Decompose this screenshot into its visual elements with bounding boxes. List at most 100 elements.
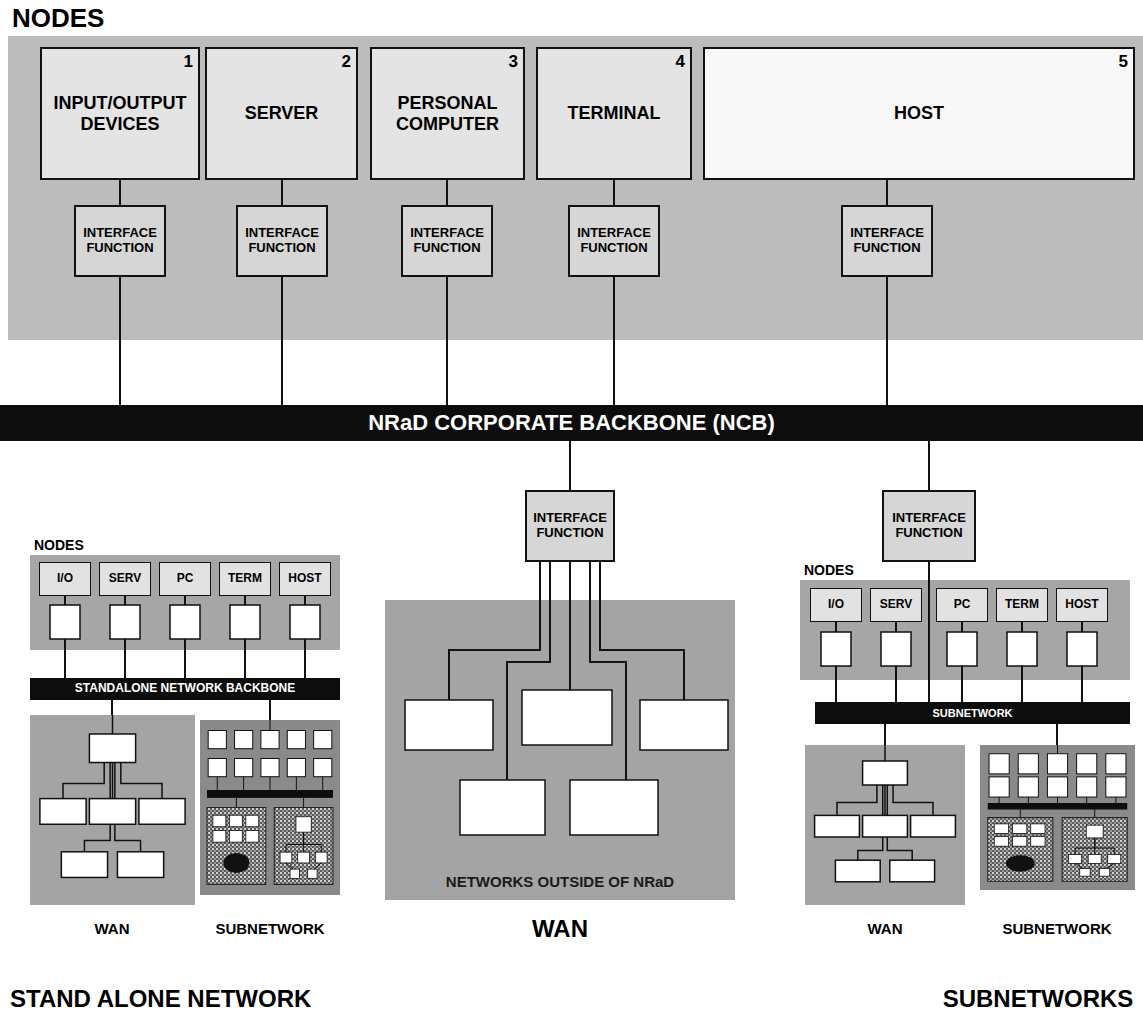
subnet-icon-node bbox=[314, 731, 332, 749]
subnet-icon-node bbox=[213, 815, 226, 827]
mini-node-box: HOST bbox=[279, 562, 331, 596]
interface-square bbox=[1067, 632, 1097, 666]
subnet-icon-node bbox=[1031, 837, 1045, 847]
mini-node-box: TERM bbox=[219, 562, 271, 596]
interface-square bbox=[290, 605, 320, 639]
interface-square bbox=[1007, 632, 1037, 666]
subnet-icon-node bbox=[287, 731, 305, 749]
interface-square bbox=[230, 605, 260, 639]
subnet-icon-ground bbox=[200, 720, 340, 895]
node-box: HOST5 bbox=[703, 47, 1135, 180]
interface-box: INTERFACE FUNCTION bbox=[841, 205, 933, 277]
wan-icon-box bbox=[863, 815, 908, 837]
subnet-icon-node bbox=[1108, 855, 1121, 864]
subnet-icon-node bbox=[994, 837, 1008, 847]
subnet-icon-node bbox=[1018, 754, 1038, 774]
subnet-icon-panel bbox=[207, 808, 266, 885]
subnet-icon-wire bbox=[217, 777, 218, 790]
node-label: INPUT/OUTPUT DEVICES bbox=[46, 93, 194, 134]
subnet-icon-wire bbox=[304, 832, 322, 852]
backbone-band: STANDALONE NETWORK BACKBONE bbox=[30, 678, 340, 700]
callout-number: 4 bbox=[676, 52, 685, 72]
subnet-icon-node bbox=[229, 831, 242, 843]
node-label: TERM bbox=[228, 572, 262, 586]
network-wire bbox=[884, 724, 886, 745]
connector-line bbox=[613, 277, 615, 405]
interface-square bbox=[821, 632, 851, 666]
wan-wire bbox=[507, 562, 550, 780]
subnet-icon-wire bbox=[1086, 797, 1087, 803]
interface-square bbox=[110, 605, 140, 639]
subnet-icon-node bbox=[1077, 754, 1097, 774]
subnet-icon-panel bbox=[274, 808, 333, 885]
node-label: HOST bbox=[1065, 598, 1098, 612]
wan-network-box bbox=[460, 780, 545, 835]
mini-node-box: I/O bbox=[810, 588, 862, 622]
wan-icon-box bbox=[89, 799, 135, 825]
wan-wire bbox=[449, 562, 540, 700]
node-label: SERVER bbox=[245, 103, 319, 124]
subnet-icon-node bbox=[235, 759, 253, 777]
network-wire bbox=[1056, 724, 1058, 745]
wan-icon-wire bbox=[893, 785, 933, 815]
subnet-icon-node bbox=[280, 852, 292, 863]
subnet-icon-node bbox=[1088, 855, 1101, 864]
wan-network-box bbox=[570, 780, 658, 835]
node-label: SERV bbox=[109, 572, 141, 586]
wan-network-box bbox=[405, 700, 493, 750]
subnet-icon-wire bbox=[322, 777, 323, 790]
subnet-icon-node bbox=[1106, 777, 1126, 797]
wan-icon-box bbox=[863, 761, 908, 785]
backbone-band: NRaD CORPORATE BACKBONE (NCB) bbox=[0, 405, 1143, 441]
node-box: TERMINAL 4 bbox=[536, 47, 692, 180]
subnet-icon-wire bbox=[1057, 745, 1058, 754]
interface-box: INTERFACE FUNCTION bbox=[401, 205, 493, 277]
subnet-icon-wire bbox=[286, 832, 304, 852]
mini-node-box: PC bbox=[936, 588, 988, 622]
caption-label: STAND ALONE NETWORK bbox=[10, 985, 311, 1013]
wan-icon-ground bbox=[805, 745, 965, 905]
connector-line bbox=[446, 180, 448, 205]
subnet-icon-wire bbox=[1075, 838, 1095, 855]
subnet-icon-wire bbox=[999, 797, 1000, 803]
panel-heading: NODES bbox=[34, 537, 84, 553]
node-label: NETWORKS OUTSIDE OF NRaD bbox=[385, 873, 735, 890]
wan-icon-wire bbox=[837, 785, 877, 815]
wan-icon-box bbox=[139, 799, 185, 825]
connector-line bbox=[928, 562, 930, 702]
wan-icon-box bbox=[117, 852, 163, 878]
node-label: NRaD CORPORATE BACKBONE (NCB) bbox=[368, 410, 775, 435]
subnet-icon-node bbox=[314, 759, 332, 777]
subnet-icon-node bbox=[261, 731, 279, 749]
subnet-icon-device bbox=[1006, 855, 1035, 872]
node-label: INTERFACE FUNCTION bbox=[80, 226, 160, 256]
subnet-icon-node bbox=[1012, 824, 1026, 834]
interface-box: INTERFACE FUNCTION bbox=[236, 205, 328, 277]
node-label: INTERFACE FUNCTION bbox=[531, 511, 609, 541]
wan-wire bbox=[600, 562, 684, 700]
caption-label: WAN bbox=[410, 915, 710, 943]
mini-node-box: TERM bbox=[996, 588, 1048, 622]
subnet-icon-wire bbox=[270, 777, 271, 790]
node-label: TERMINAL bbox=[568, 103, 661, 124]
wan-icon-box bbox=[911, 815, 956, 837]
node-label: INTERFACE FUNCTION bbox=[407, 226, 487, 256]
wan-icon-box bbox=[89, 734, 135, 763]
node-label: I/O bbox=[828, 598, 844, 612]
wan-icon-box bbox=[815, 815, 860, 837]
node-box: INPUT/OUTPUT DEVICES1 bbox=[40, 47, 200, 180]
caption-label: SUBNETWORK bbox=[120, 920, 420, 937]
interface-square bbox=[50, 605, 80, 639]
node-label: STANDALONE NETWORK BACKBONE bbox=[75, 682, 295, 696]
subnet-icon-ground bbox=[980, 745, 1135, 890]
subnet-icon-node bbox=[989, 754, 1009, 774]
node-label: INTERFACE FUNCTION bbox=[242, 226, 322, 256]
connector-line bbox=[281, 180, 283, 205]
subnet-icon-node bbox=[1069, 855, 1082, 864]
subnet-icon-wire bbox=[1095, 838, 1115, 855]
wan-icon-wire bbox=[63, 763, 104, 799]
subnet-icon-device bbox=[223, 853, 249, 873]
wan-wire bbox=[569, 600, 571, 690]
wan-network-box bbox=[640, 700, 728, 750]
